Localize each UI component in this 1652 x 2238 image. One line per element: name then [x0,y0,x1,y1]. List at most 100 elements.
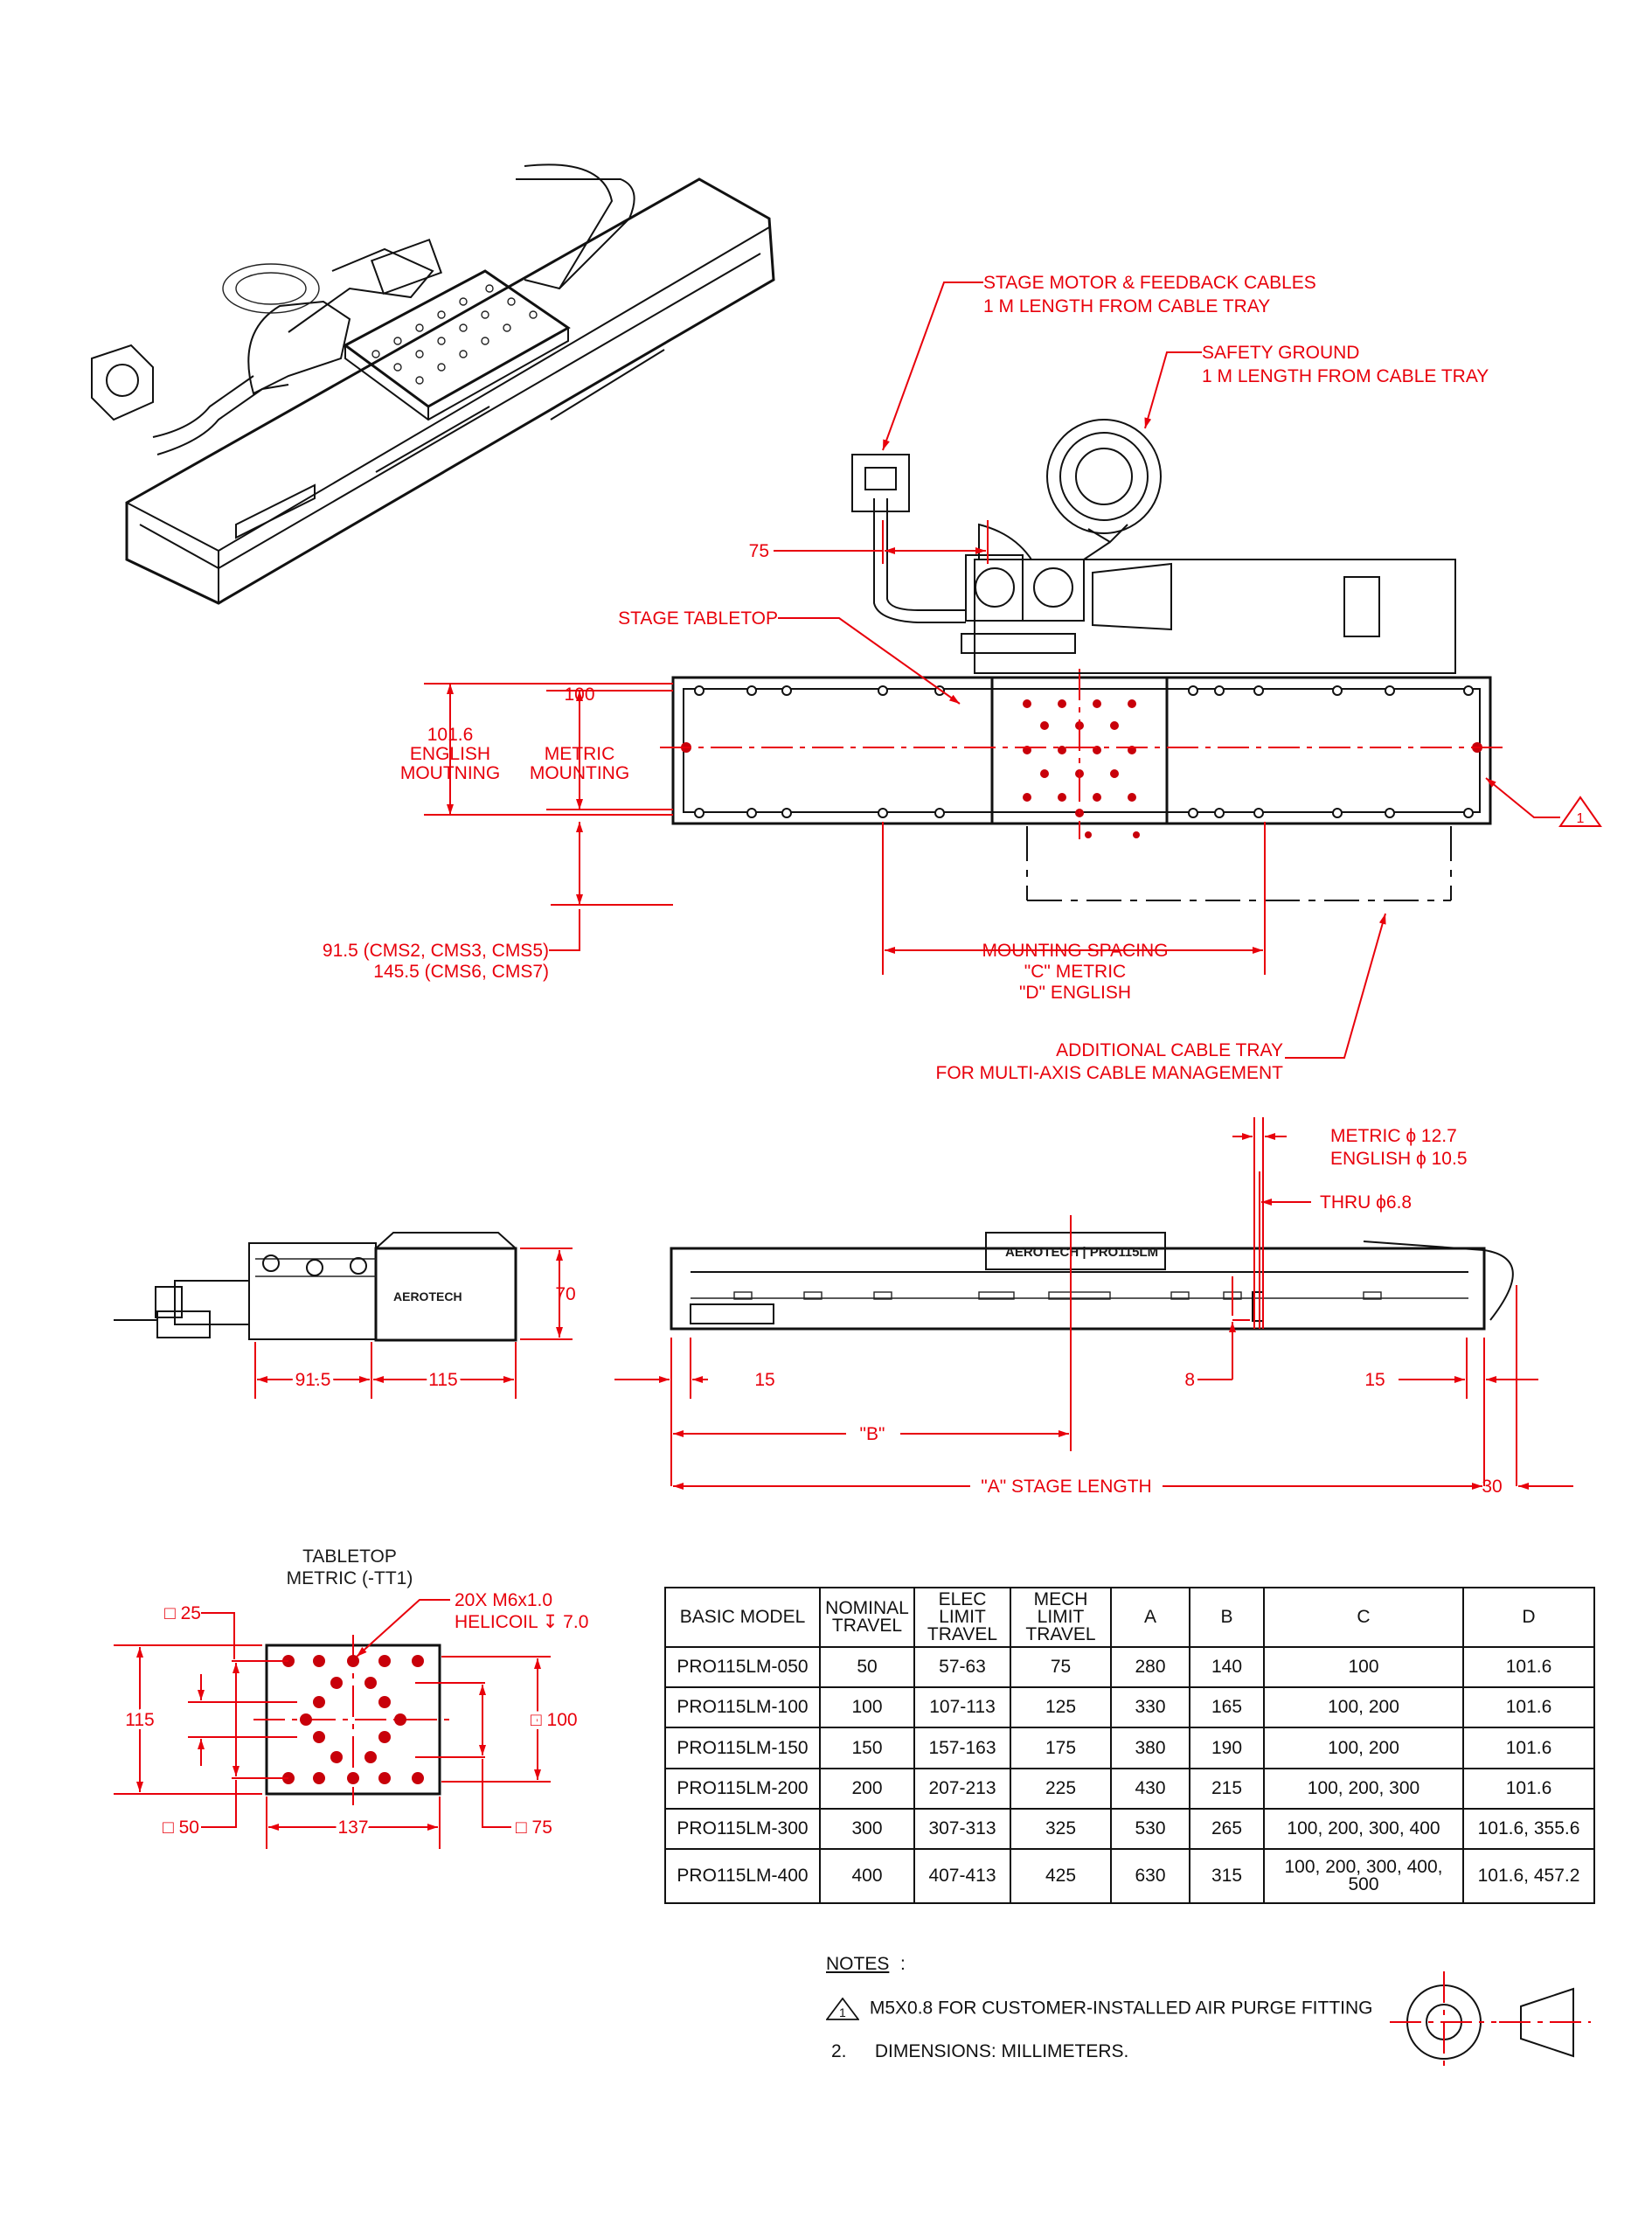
english-mounting-label-1: 101.6 [427,725,474,745]
table-cell: 100, 200 [1263,1686,1464,1729]
dim-b-label: "B" [860,1424,885,1444]
note-1-text: M5X0.8 FOR CUSTOMER-INSTALLED AIR PURGE … [869,1998,1373,2019]
table-cell: 300 [819,1807,915,1851]
english-mounting-label-3: MOUTNING [400,763,500,783]
table-cell: 101.6 [1462,1767,1595,1810]
dim-30-label: 30 [1482,1477,1502,1497]
metric-diameter-label: METRIC ϕ 12.7 [1330,1126,1457,1146]
table-cell: 265 [1189,1807,1265,1851]
table-cell: 325 [1010,1807,1112,1851]
table-cell: 50 [819,1645,915,1689]
mounting-spacing-label-3: "D" ENGLISH [1019,983,1131,1003]
motor-cables-label-2: 1 M LENGTH FROM CABLE TRAY [983,296,1270,316]
table-cell: 100, 200, 300, 400 [1263,1807,1464,1851]
safety-ground-label-2: 1 M LENGTH FROM CABLE TRAY [1202,366,1489,386]
motor-cables-label-1: STAGE MOTOR & FEEDBACK CABLES [983,273,1316,293]
note-2: 2. DIMENSIONS: MILLIMETERS. [826,2041,1438,2085]
tabletop-title-2: METRIC (-TT1) [287,1568,413,1588]
table-cell: 100, 200 [1263,1727,1464,1769]
dim-15-left-label: 15 [754,1370,774,1390]
table-cell: 157-163 [913,1727,1011,1769]
table-cell: PRO115LM-100 [664,1686,821,1729]
table-header-cell: A [1110,1587,1190,1648]
table-cell: 190 [1189,1727,1265,1769]
table-cell: 430 [1110,1767,1190,1810]
table-cell: PRO115LM-050 [664,1645,821,1689]
safety-ground-label-1: SAFETY GROUND [1202,343,1359,363]
cms-label-2: 145.5 (CMS6, CMS7) [373,962,549,982]
cable-tray-label-1: ADDITIONAL CABLE TRAY [1056,1040,1283,1060]
table-header-cell: BASIC MODEL [664,1587,821,1648]
end-view-labels: 70 91.5 115 [292,1284,576,1394]
table-cell: 630 [1110,1848,1190,1904]
tabletop-holes-label-1: 20X M6x1.0 [455,1590,552,1610]
tabletop-dim115-label: 115 [125,1710,154,1730]
table-cell: 175 [1010,1727,1112,1769]
table-cell: 100 [1263,1645,1464,1689]
table-cell: 100, 200, 300 [1263,1767,1464,1810]
table-cell: 400 [819,1848,915,1904]
dim-15-right-label: 15 [1364,1370,1385,1390]
metric-mounting-label-2: METRIC [545,744,615,764]
table-cell: 101.6 [1462,1645,1595,1689]
table-cell: 57-63 [913,1645,1011,1689]
end-view-stage: AEROTECH [114,1232,517,1342]
svg-text:1: 1 [839,2005,846,2019]
table-cell: 425 [1010,1848,1112,1904]
stage-tabletop-label: STAGE TABLETOP [618,608,778,629]
table-cell: 101.6, 355.6 [1462,1807,1595,1851]
notes-title-colon: : [900,1954,906,1974]
cms-label-1: 91.5 (CMS2, CMS3, CMS5) [323,941,549,961]
table-cell: 101.6 [1462,1727,1595,1769]
side-view-labels: METRIC ϕ 12.7 ENGLISH ϕ 10.5 THRU ϕ6.8 1… [754,1126,1502,1497]
table-cell: 100, 200, 300, 400,500 [1263,1848,1464,1904]
dim-115-label: 115 [428,1370,457,1390]
dim-91-5-label: 91.5 [295,1370,331,1390]
tabletop-title-1: TABLETOP [302,1546,397,1567]
tabletop-holes-label-2: HELICOIL ↧ 7.0 [455,1612,588,1632]
mounting-spacing-label-1: MOUNTING SPACING [982,941,1168,961]
tabletop-detail: TABLETOP METRIC (-TT1) [114,1546,588,1849]
table-cell: PRO115LM-400 [664,1848,821,1904]
end-view-brand: AEROTECH [393,1289,462,1303]
table-cell: 307-313 [913,1807,1011,1851]
table-cell: 125 [1010,1686,1112,1729]
isometric-stage-view [91,163,775,605]
table-cell: 215 [1189,1767,1265,1810]
side-view-brand: AEROTECH | PRO115LM [1005,1245,1158,1260]
notes-section: NOTES : 1 M5X0.8 FOR CUSTOMER-INSTALLED … [826,1954,1438,2085]
table-cell: 315 [1189,1848,1265,1904]
dim-75-label: 75 [749,541,769,561]
tabletop-dim137-label: 137 [337,1818,368,1838]
note-2-text: DIMENSIONS: MILLIMETERS. [874,2041,1129,2061]
table-cell: 75 [1010,1645,1112,1689]
table-cell: PRO115LM-300 [664,1807,821,1851]
note-1: 1 M5X0.8 FOR CUSTOMER-INSTALLED AIR PURG… [826,1998,1438,2041]
tabletop-sq25-label: □ 25 [164,1603,201,1623]
table-cell: 380 [1110,1727,1190,1769]
note-symbols [1390,1971,1591,2072]
table-cell: 165 [1189,1686,1265,1729]
mounting-spacing-label-2: "C" METRIC [1024,962,1126,982]
tabletop-sq75-label: □ 75 [516,1818,552,1838]
end-view-dimensions [254,1248,573,1399]
metric-mounting-label-3: MOUNTING [530,763,629,783]
table-cell: PRO115LM-200 [664,1767,821,1810]
side-view-dimensions [614,1117,1573,1490]
cable-tray-label-2: FOR MULTI-AXIS CABLE MANAGEMENT [936,1063,1284,1083]
side-view-stage: AEROTECH | PRO115LM [670,1232,1514,1331]
table-cell: 225 [1010,1767,1112,1810]
note-flag-label: 1 [1577,811,1585,826]
table-cell: 200 [819,1767,915,1810]
dim-8-label: 8 [1184,1370,1195,1390]
